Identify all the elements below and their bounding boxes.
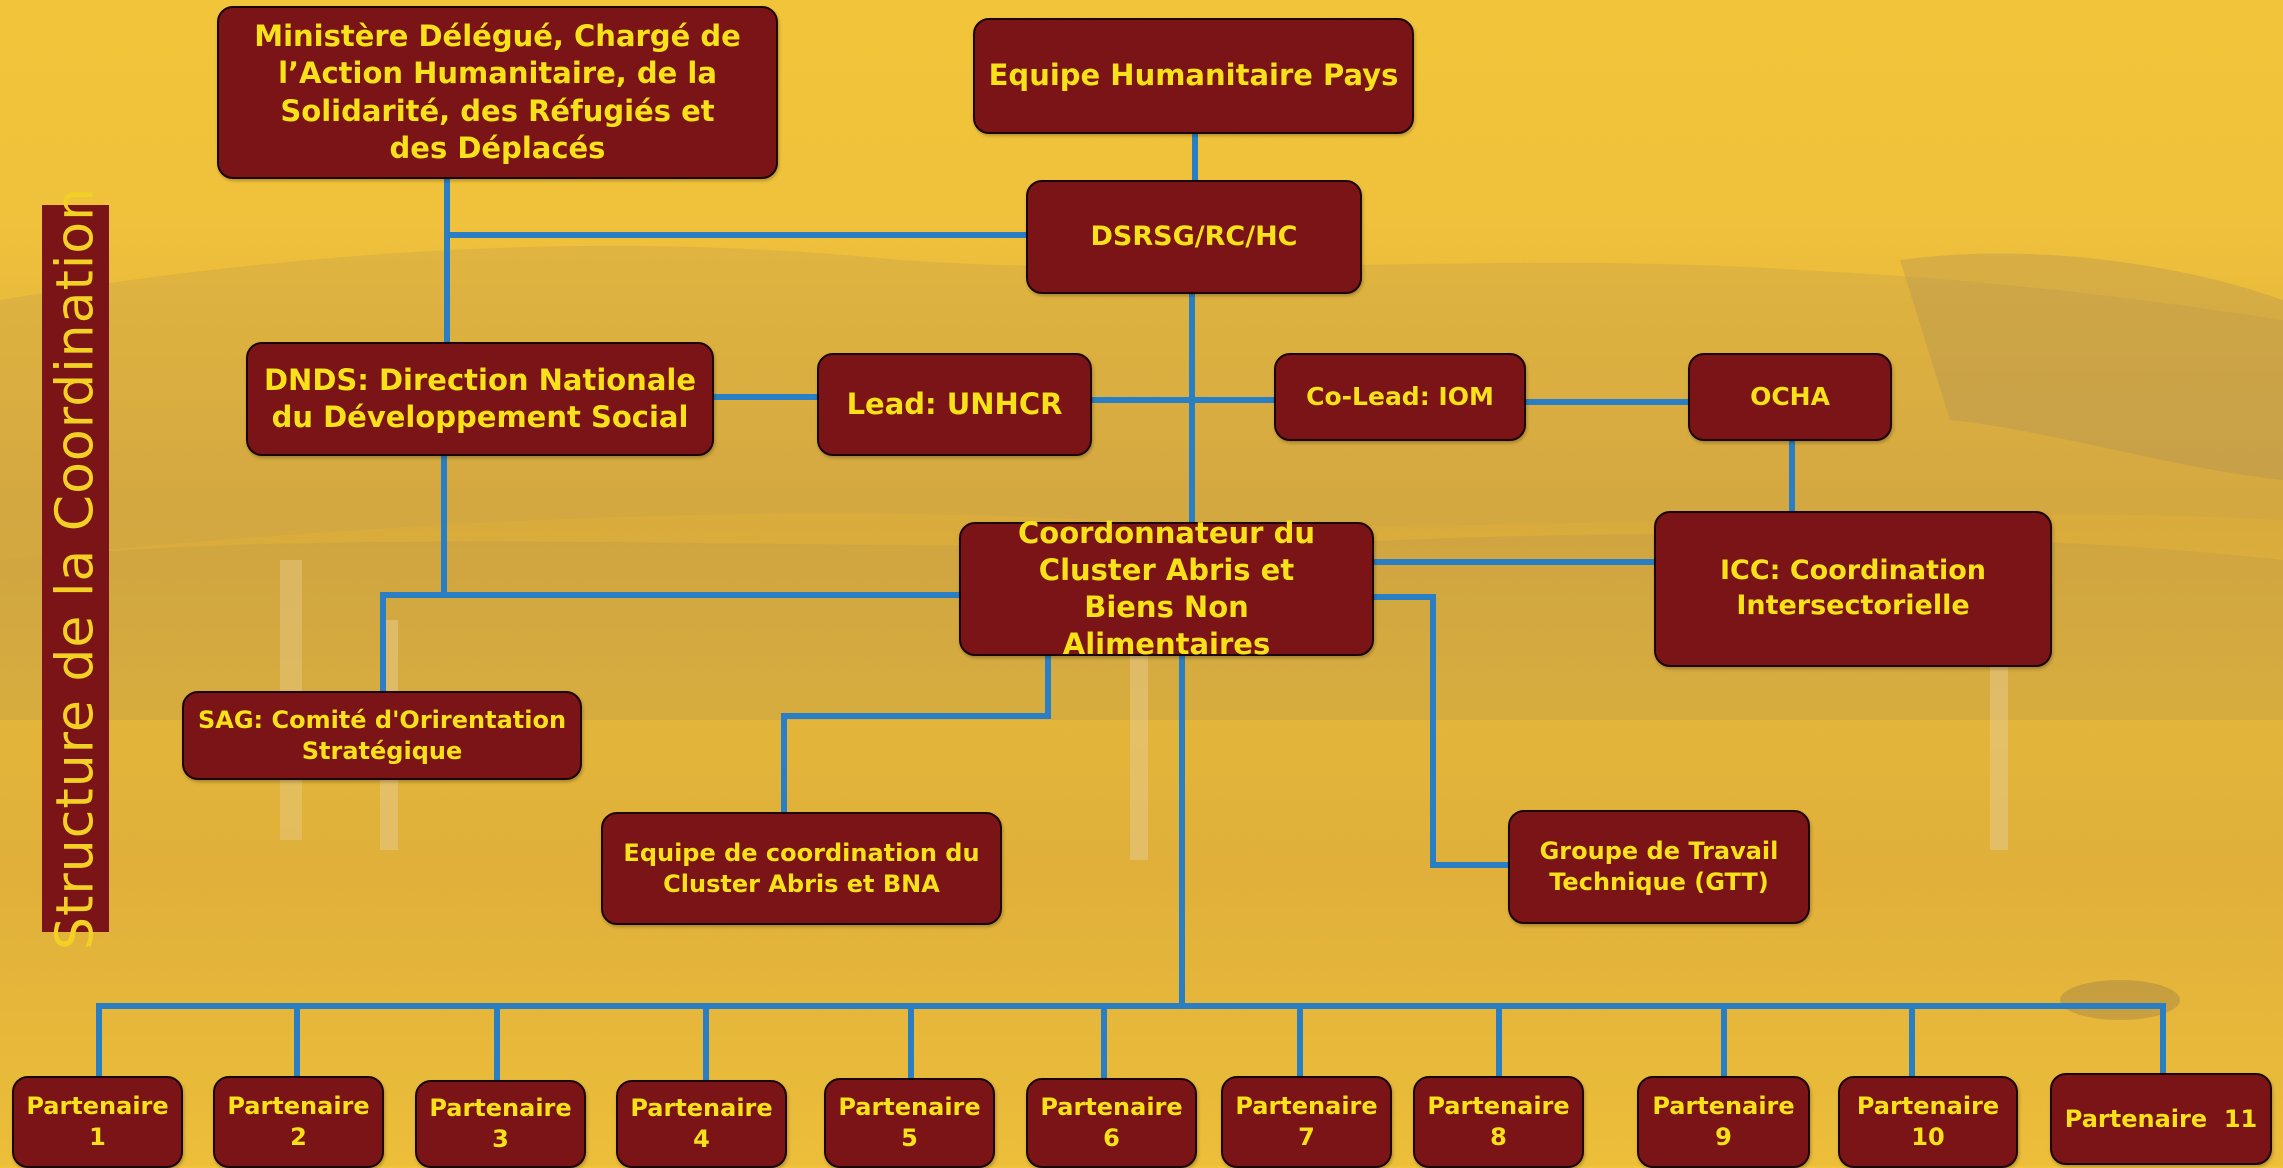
node-equipe-humanitaire-pays[interactable]: Equipe Humanitaire Pays bbox=[973, 18, 1414, 134]
partner-9[interactable]: Partenaire 9 bbox=[1637, 1076, 1810, 1168]
partner-8[interactable]: Partenaire 8 bbox=[1413, 1076, 1584, 1168]
node-icc[interactable]: ICC: Coordination Intersectorielle bbox=[1654, 511, 2052, 667]
sidebar-band bbox=[42, 205, 109, 932]
node-coordonnateur[interactable]: Coordonnateur du Cluster Abris et Biens … bbox=[959, 516, 1374, 661]
node-lead-unhcr[interactable]: Lead: UNHCR bbox=[817, 353, 1092, 456]
partner-6[interactable]: Partenaire 6 bbox=[1026, 1078, 1197, 1168]
partner-7[interactable]: Partenaire 7 bbox=[1221, 1076, 1392, 1168]
node-sag[interactable]: SAG: Comité d'Orirentation Stratégique bbox=[182, 691, 582, 780]
node-dsrsg[interactable]: DSRSG/RC/HC bbox=[1026, 180, 1362, 294]
node-ministere[interactable]: Ministère Délégué, Chargé de l’Action Hu… bbox=[217, 6, 778, 179]
sidebar-title: Structure de la Coordination bbox=[45, 186, 106, 951]
partner-4[interactable]: Partenaire 4 bbox=[616, 1080, 787, 1168]
partner-10[interactable]: Partenaire 10 bbox=[1838, 1076, 2018, 1168]
partner-3[interactable]: Partenaire 3 bbox=[415, 1080, 586, 1168]
node-gtt[interactable]: Groupe de Travail Technique (GTT) bbox=[1508, 810, 1810, 924]
partner-5[interactable]: Partenaire 5 bbox=[824, 1078, 995, 1168]
partner-11[interactable]: Partenaire 11 bbox=[2050, 1073, 2272, 1165]
partner-1[interactable]: Partenaire 1 bbox=[12, 1076, 183, 1168]
node-equipe-coordination[interactable]: Equipe de coordination du Cluster Abris … bbox=[601, 812, 1002, 925]
node-ocha[interactable]: OCHA bbox=[1688, 353, 1892, 441]
node-dnds[interactable]: DNDS: Direction Nationale du Développeme… bbox=[246, 342, 714, 456]
node-colead-iom[interactable]: Co-Lead: IOM bbox=[1274, 353, 1526, 441]
partner-2[interactable]: Partenaire 2 bbox=[213, 1076, 384, 1168]
